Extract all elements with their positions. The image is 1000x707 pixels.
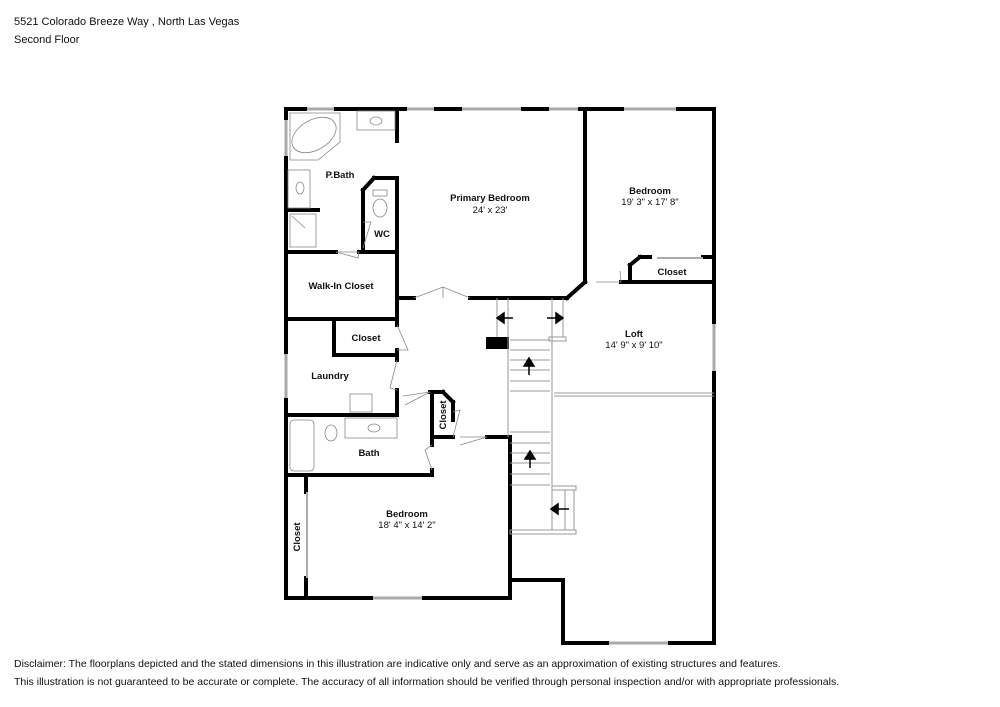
bathtub-icon	[289, 419, 315, 472]
bathtub-icon	[289, 112, 341, 161]
post	[486, 337, 509, 349]
room-label-loft: Loft	[625, 329, 644, 340]
room-label-wc: WC	[374, 229, 390, 240]
fixtures	[287, 110, 703, 578]
sink-icon	[356, 110, 396, 131]
room-label-primary-bedroom: Primary Bedroom	[450, 193, 530, 204]
room-label-closet-bedroom-1: Closet	[657, 267, 687, 278]
sink-icon	[287, 169, 311, 209]
room-label-pbath: P.Bath	[326, 170, 355, 181]
room-label-bath: Bath	[358, 448, 379, 459]
toilet-icon	[324, 424, 338, 442]
room-label-bedroom-1: Bedroom	[629, 186, 671, 197]
room-dims-loft: 14' 9" x 9' 10"	[605, 340, 662, 351]
room-label-bedroom-2-closet: Closet	[292, 522, 303, 552]
walls	[284, 107, 716, 645]
door-swing-icon	[335, 221, 622, 471]
room-label-hall-closet: Closet	[438, 400, 449, 430]
toilet-icon	[372, 198, 388, 218]
disclaimer-line-1: Disclaimer: The floorplans depicted and …	[14, 658, 781, 670]
shower-icon	[289, 213, 317, 248]
room-label-bedroom-2: Bedroom	[386, 509, 428, 520]
room-dims-bedroom-2: 18' 4" x 14' 2"	[378, 520, 435, 531]
room-label-laundry-closet: Closet	[351, 333, 381, 344]
sink-icon	[344, 417, 398, 439]
stairs	[496, 298, 714, 535]
floor-label: Second Floor	[14, 34, 80, 46]
room-label-laundry: Laundry	[311, 371, 349, 382]
windows	[284, 107, 716, 645]
room-dims-primary-bedroom: 24' x 23'	[473, 205, 508, 216]
room-label-walk-in-closet: Walk-In Closet	[308, 281, 374, 292]
disclaimer-line-2: This illustration is not guaranteed to b…	[14, 676, 840, 688]
room-dims-bedroom-1: 19' 3" x 17' 8"	[621, 197, 678, 208]
sink-icon	[349, 393, 373, 413]
property-address: 5521 Colorado Breeze Way , North Las Veg…	[14, 16, 240, 28]
stair-arrow-icon	[495, 311, 569, 516]
